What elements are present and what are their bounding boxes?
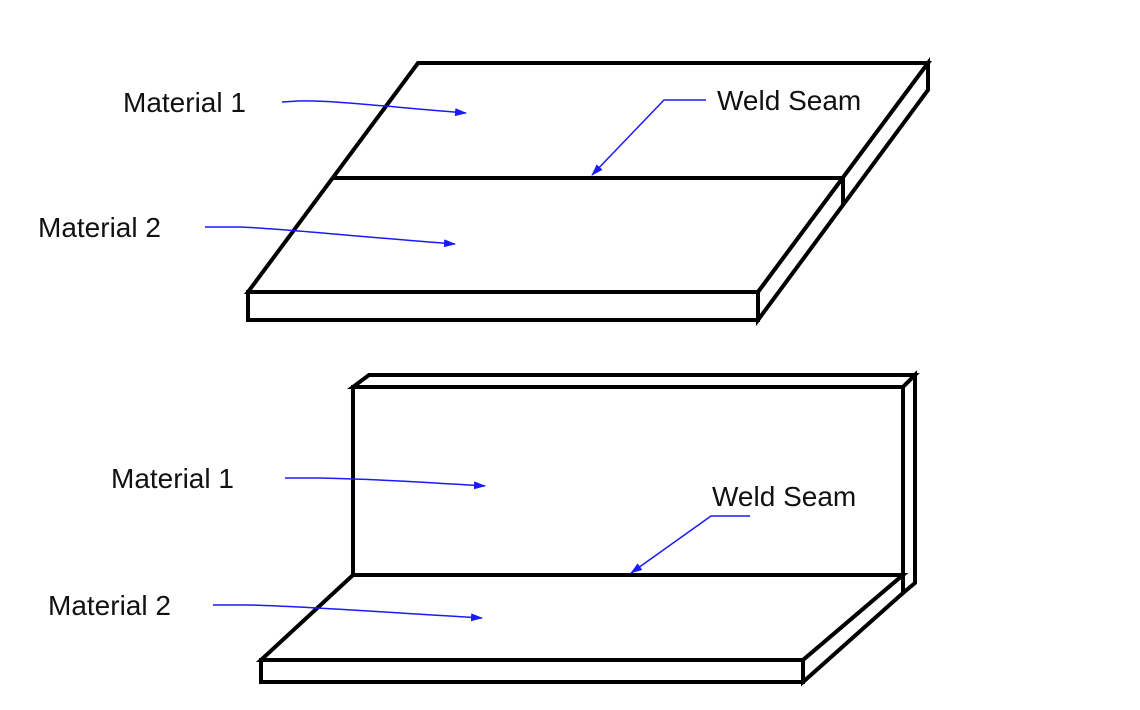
material-1-label: Material 1 <box>123 87 246 118</box>
plate-front-edge <box>246 290 760 322</box>
base-plate-front-edge <box>259 658 805 684</box>
base-plate-top-face <box>255 573 909 662</box>
material-2-arrow <box>213 604 483 622</box>
weld-seam-label: Weld Seam <box>717 85 861 116</box>
material-1-label: Material 1 <box>111 463 234 494</box>
butt-joint-figure: Material 1 Material 2 Weld Seam <box>38 56 932 327</box>
weld-seam-label: Weld Seam <box>712 481 856 512</box>
base-plate-side-edge <box>801 570 905 687</box>
material-1-arrow <box>281 100 467 117</box>
weld-seam-arrow <box>591 99 706 176</box>
material-2-arrow <box>205 226 456 248</box>
material-2-label: Material 2 <box>48 590 171 621</box>
material-1-arrow <box>285 477 486 490</box>
weld-seam-arrow <box>630 515 750 574</box>
material-2-label: Material 2 <box>38 212 161 243</box>
fillet-joint-figure: Material 1 Material 2 Weld Seam <box>48 370 920 687</box>
